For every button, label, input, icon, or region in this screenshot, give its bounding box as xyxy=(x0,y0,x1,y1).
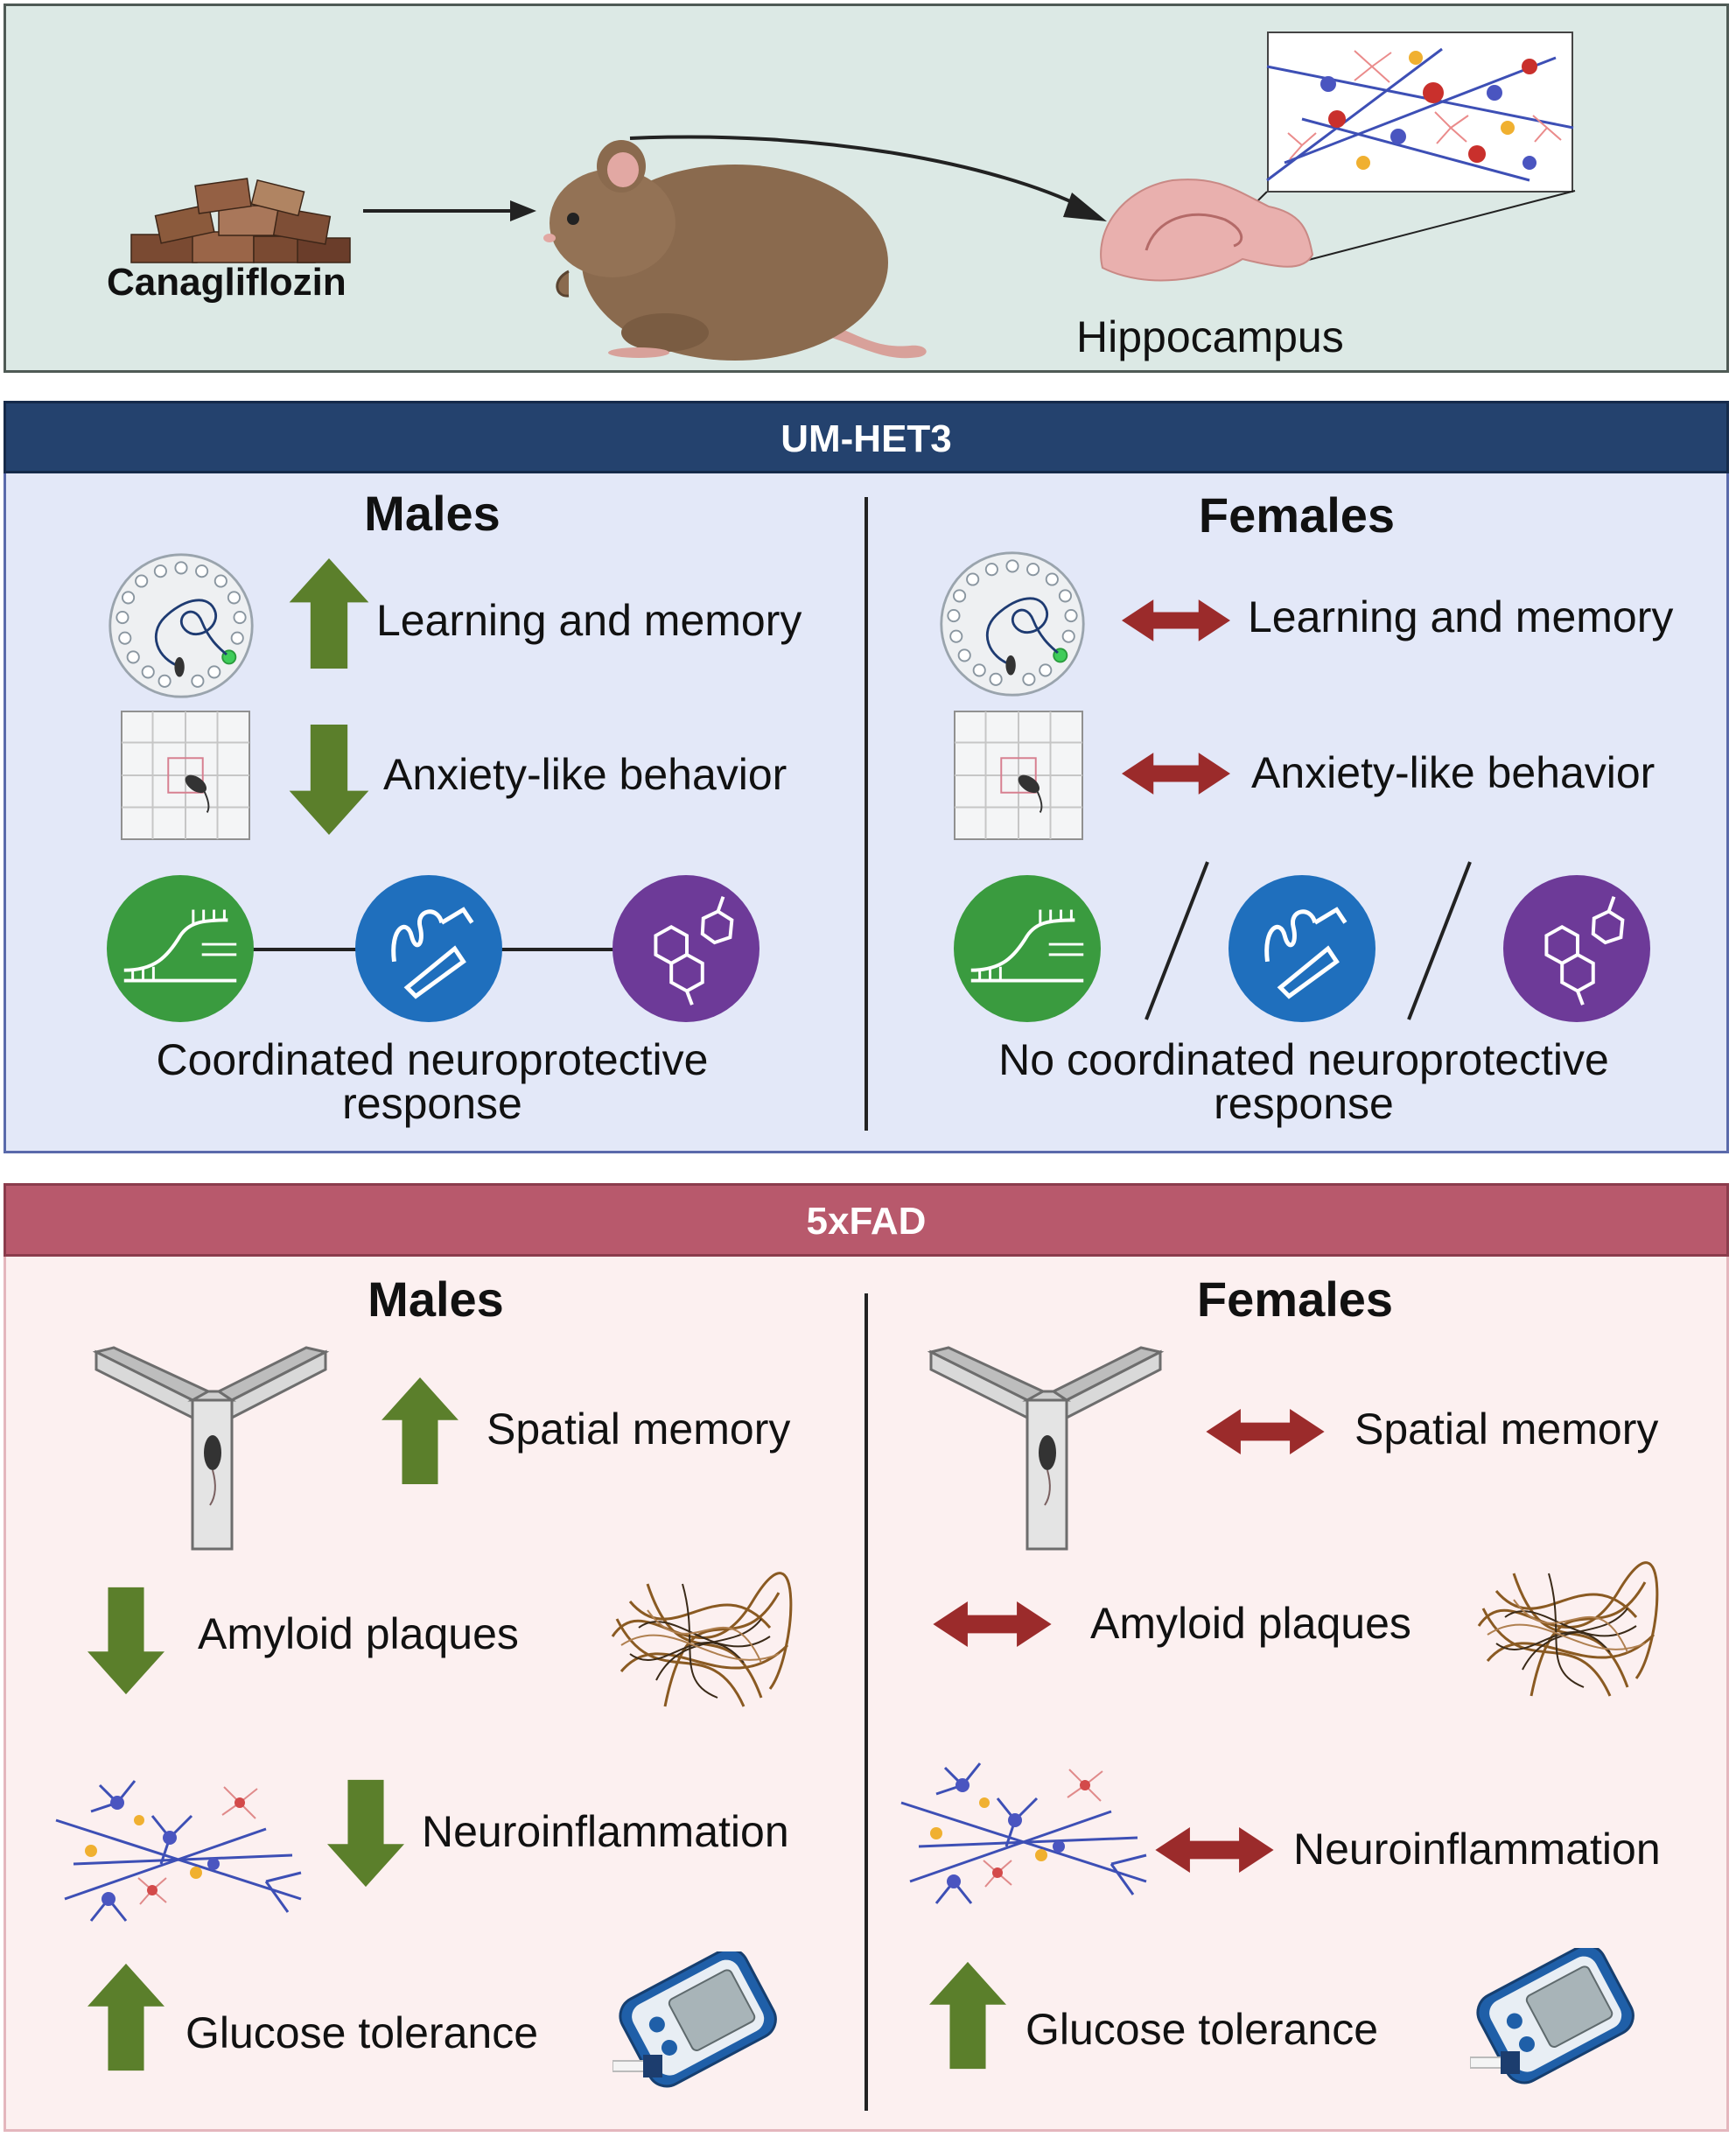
protein-icon xyxy=(1228,875,1376,1022)
protein-icon xyxy=(355,875,502,1022)
mouse-icon xyxy=(543,140,927,361)
um-females-response-line2: response xyxy=(1214,1079,1394,1128)
um-het3-header: UM-HET3 xyxy=(4,401,1729,473)
fad-females-glucose-label: Glucose tolerance xyxy=(1026,2005,1379,2054)
rna-icon xyxy=(107,875,254,1022)
fad-females-heading: Females xyxy=(1196,1272,1394,1327)
glucose-meter-icon xyxy=(612,1951,788,2091)
fad-title: 5xFAD xyxy=(806,1200,927,1243)
um-females-heading: Females xyxy=(1198,487,1396,543)
metabolite-icon xyxy=(612,875,760,1022)
fad-females-neuro-label: Neuroinflammation xyxy=(1293,1825,1661,1874)
rna-icon xyxy=(954,875,1101,1022)
no-change-arrow-icon xyxy=(1204,1409,1326,1454)
um-females-learning-label: Learning and memory xyxy=(1248,592,1674,641)
fad-males-spatial-label: Spatial memory xyxy=(486,1405,791,1454)
um-females-anxiety-label: Anxiety-like behavior xyxy=(1251,748,1656,797)
no-change-arrow-icon xyxy=(1122,599,1230,641)
amyloid-plaque-icon xyxy=(595,1549,805,1724)
drug-to-mouse-arrow xyxy=(363,200,536,221)
open-field-icon xyxy=(121,711,250,840)
metabolite-icon xyxy=(1503,875,1650,1022)
increase-arrow-icon xyxy=(289,558,369,669)
increase-arrow-icon xyxy=(88,1962,164,2072)
fad-females-amyloid-label: Amyloid plaques xyxy=(1090,1599,1411,1648)
um-females-response-line1: No coordinated neuroprotective xyxy=(998,1035,1609,1084)
increase-arrow-icon xyxy=(929,1960,1006,2070)
canagliflozin-label: Canagliflozin xyxy=(107,261,346,304)
um-het3-divider xyxy=(864,497,868,1131)
increase-arrow-icon xyxy=(382,1377,458,1484)
neuron-cluster-icon xyxy=(38,1768,318,1934)
no-change-arrow-icon xyxy=(1122,753,1230,795)
glucose-meter-icon xyxy=(1470,1948,1645,2088)
y-maze-icon xyxy=(922,1339,1167,1558)
um-males-response-line1: Coordinated neuroprotective xyxy=(156,1035,709,1084)
fad-header: 5xFAD xyxy=(4,1183,1729,1257)
hippocampus-icon xyxy=(1100,179,1576,282)
y-maze-icon xyxy=(88,1339,332,1558)
decrease-arrow-icon xyxy=(289,725,369,835)
fad-males-neuro-label: Neuroinflammation xyxy=(422,1807,789,1856)
mouse-to-hippocampus-arrow xyxy=(629,135,1107,221)
fad-males-heading: Males xyxy=(368,1272,504,1327)
fad-females-spatial-label: Spatial memory xyxy=(1354,1405,1659,1454)
fad-males-glucose-label: Glucose tolerance xyxy=(186,2008,539,2057)
slash-separator xyxy=(1407,861,1472,1020)
decrease-arrow-icon xyxy=(88,1586,164,1696)
no-change-arrow-icon xyxy=(931,1601,1054,1647)
slash-separator xyxy=(1144,861,1209,1020)
neuron-inset-image xyxy=(1266,32,1574,193)
um-het3-title: UM-HET3 xyxy=(780,417,952,460)
um-males-anxiety-label: Anxiety-like behavior xyxy=(383,750,788,799)
barnes-maze-icon xyxy=(938,550,1087,698)
decrease-arrow-icon xyxy=(327,1778,404,1888)
no-change-arrow-icon xyxy=(1153,1827,1276,1873)
um-males-response-line2: response xyxy=(342,1079,522,1128)
neuron-cluster-icon xyxy=(884,1750,1164,1916)
open-field-icon xyxy=(954,711,1083,840)
um-males-learning-label: Learning and memory xyxy=(376,596,802,645)
hippocampus-label: Hippocampus xyxy=(1076,312,1344,361)
amyloid-plaque-icon xyxy=(1461,1538,1671,1713)
canagliflozin-chow-icon xyxy=(130,178,351,263)
fad-males-amyloid-label: Amyloid plaques xyxy=(198,1609,519,1658)
fad-divider xyxy=(864,1293,868,2111)
barnes-maze-icon xyxy=(107,551,256,700)
um-males-heading: Males xyxy=(364,486,500,541)
